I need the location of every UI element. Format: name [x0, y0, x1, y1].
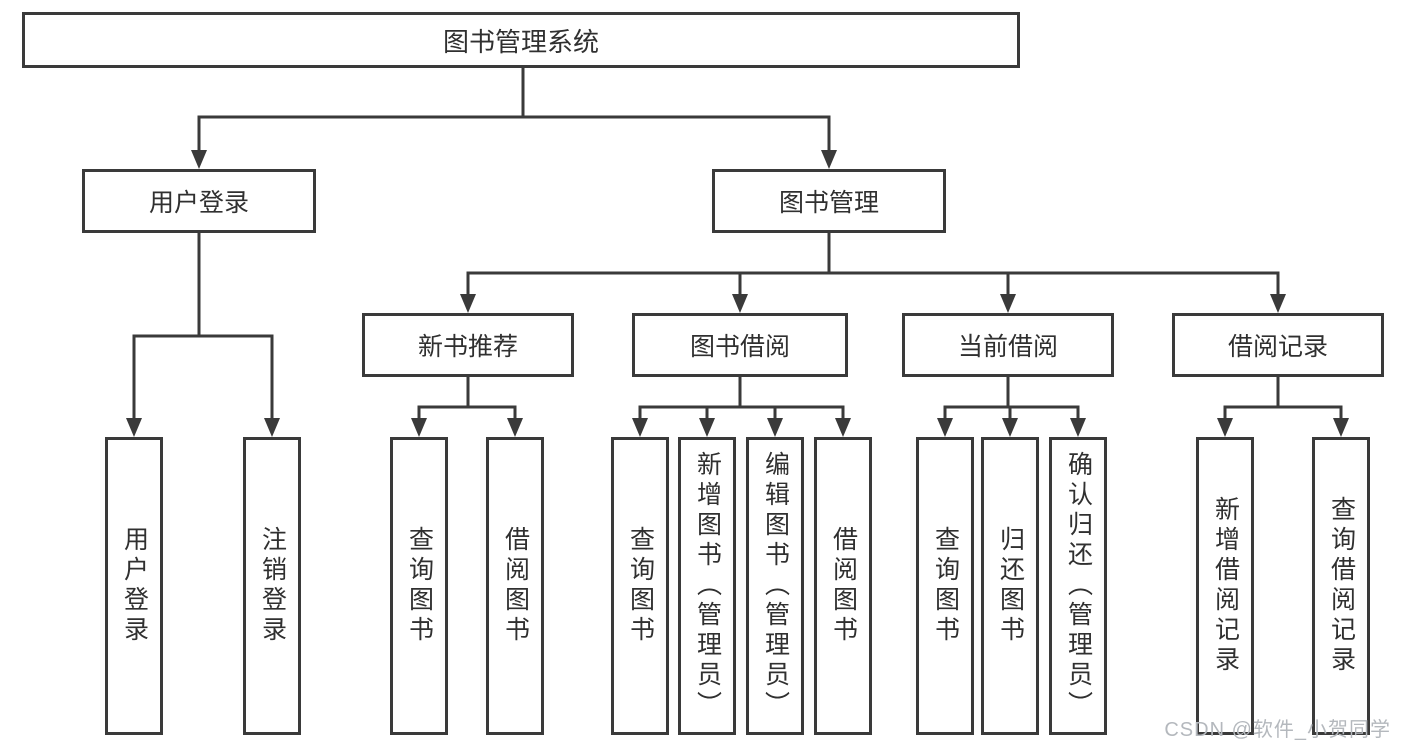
- leaf-borrow-books-recommend: 借阅图书: [486, 437, 544, 735]
- node-book-borrowing: 图书借阅: [632, 313, 848, 377]
- leaf-return-books: 归还图书: [981, 437, 1039, 735]
- node-user-login: 用户登录: [82, 169, 316, 233]
- node-current-borrowing: 当前借阅: [902, 313, 1114, 377]
- leaf-borrow-books-borrowing: 借阅图书: [814, 437, 872, 735]
- leaf-add-borrow-record: 新增借阅记录: [1196, 437, 1254, 735]
- leaf-query-borrow-record: 查询借阅记录: [1312, 437, 1370, 735]
- leaf-user-login: 用户登录: [105, 437, 163, 735]
- leaf-query-books-borrowing: 查询图书: [611, 437, 669, 735]
- node-new-book-recommendation: 新书推荐: [362, 313, 574, 377]
- leaf-add-books-admin: 新增图书（管理员）: [678, 437, 736, 735]
- tree-connector-lines: [132, 68, 1343, 420]
- csdn-watermark: CSDN @软件_小贺同学: [1164, 719, 1391, 741]
- node-borrowing-records: 借阅记录: [1172, 313, 1384, 377]
- leaf-confirm-return-admin: 确认归还（管理员）: [1049, 437, 1107, 735]
- leaf-query-books-current: 查询图书: [916, 437, 974, 735]
- leaf-query-books-recommend: 查询图书: [390, 437, 448, 735]
- node-library-management-system: 图书管理系统: [22, 12, 1020, 68]
- leaf-edit-books-admin: 编辑图书（管理员）: [746, 437, 804, 735]
- node-book-management: 图书管理: [712, 169, 946, 233]
- leaf-logout: 注销登录: [243, 437, 301, 735]
